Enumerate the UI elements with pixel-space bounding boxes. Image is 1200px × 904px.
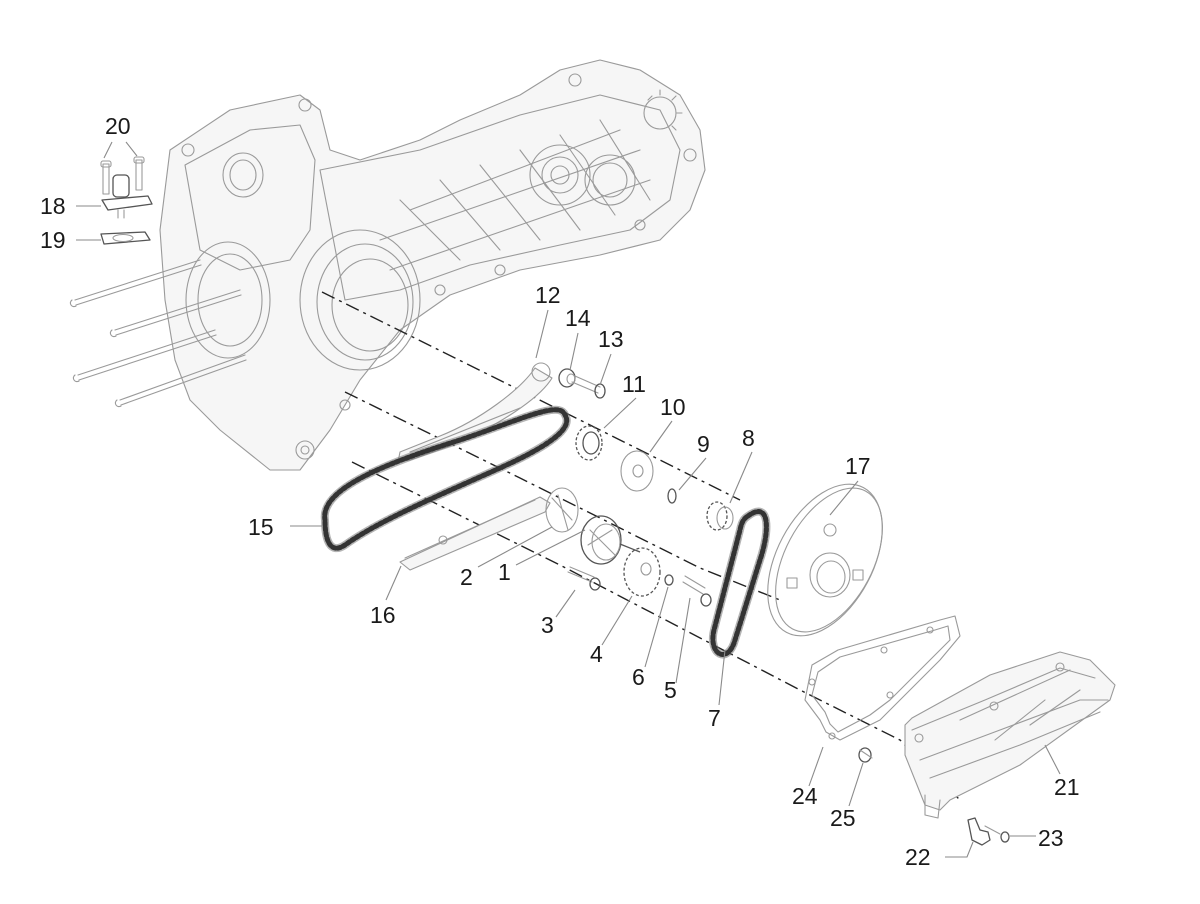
callout-2: 2 [460, 564, 473, 590]
chain-tensioner-assembly [100, 156, 153, 245]
callout-1: 1 [498, 559, 511, 585]
callout-19: 19 [40, 227, 66, 253]
callout-4: 4 [590, 641, 603, 667]
sump-gasket [804, 615, 961, 741]
callout-10: 10 [660, 394, 686, 420]
callout-14: 14 [565, 305, 591, 331]
callout-8: 8 [742, 425, 755, 451]
thrust-washer [620, 450, 654, 492]
callout-23: 23 [1038, 825, 1064, 851]
o-ring [667, 488, 677, 504]
callout-25: 25 [830, 805, 856, 831]
bracket [967, 817, 991, 846]
leader-lines [76, 141, 1061, 858]
drive-sprocket [706, 501, 734, 531]
callout-6: 6 [632, 664, 645, 690]
callout-20: 20 [105, 113, 131, 139]
callout-labels: 1 2 3 4 5 6 7 8 9 10 11 12 13 14 15 16 1… [40, 113, 1080, 870]
callout-9: 9 [697, 431, 710, 457]
pump-bolt [567, 566, 601, 591]
callout-15: 15 [248, 514, 274, 540]
oil-pump-cover-plate [545, 487, 579, 533]
chain-guide-shoe [399, 496, 551, 571]
pump-sprocket [623, 547, 661, 597]
callout-13: 13 [598, 326, 624, 352]
sump-screw [984, 825, 1010, 843]
callout-11: 11 [622, 371, 646, 397]
callout-17: 17 [845, 453, 871, 479]
callout-12: 12 [535, 282, 561, 308]
callout-24: 24 [792, 783, 818, 809]
assembly-axis-lines [321, 291, 961, 801]
oil-sump [904, 651, 1116, 819]
dowel-pin [858, 747, 873, 763]
crankcase [69, 59, 706, 471]
spacer-and-bolt [558, 368, 606, 399]
timing-sprocket [575, 425, 603, 461]
callout-3: 3 [541, 612, 554, 638]
callout-7: 7 [708, 705, 721, 731]
timing-chain [320, 405, 571, 553]
pump-drive-chain [708, 507, 771, 659]
oil-pump [580, 515, 641, 565]
callout-22: 22 [905, 844, 931, 870]
callout-21: 21 [1054, 774, 1080, 800]
sprocket-bolt [682, 575, 712, 607]
callout-16: 16 [370, 602, 396, 628]
oil-pump-cover [767, 483, 883, 637]
washer [664, 574, 674, 586]
callout-5: 5 [664, 677, 677, 703]
callout-18: 18 [40, 193, 66, 219]
